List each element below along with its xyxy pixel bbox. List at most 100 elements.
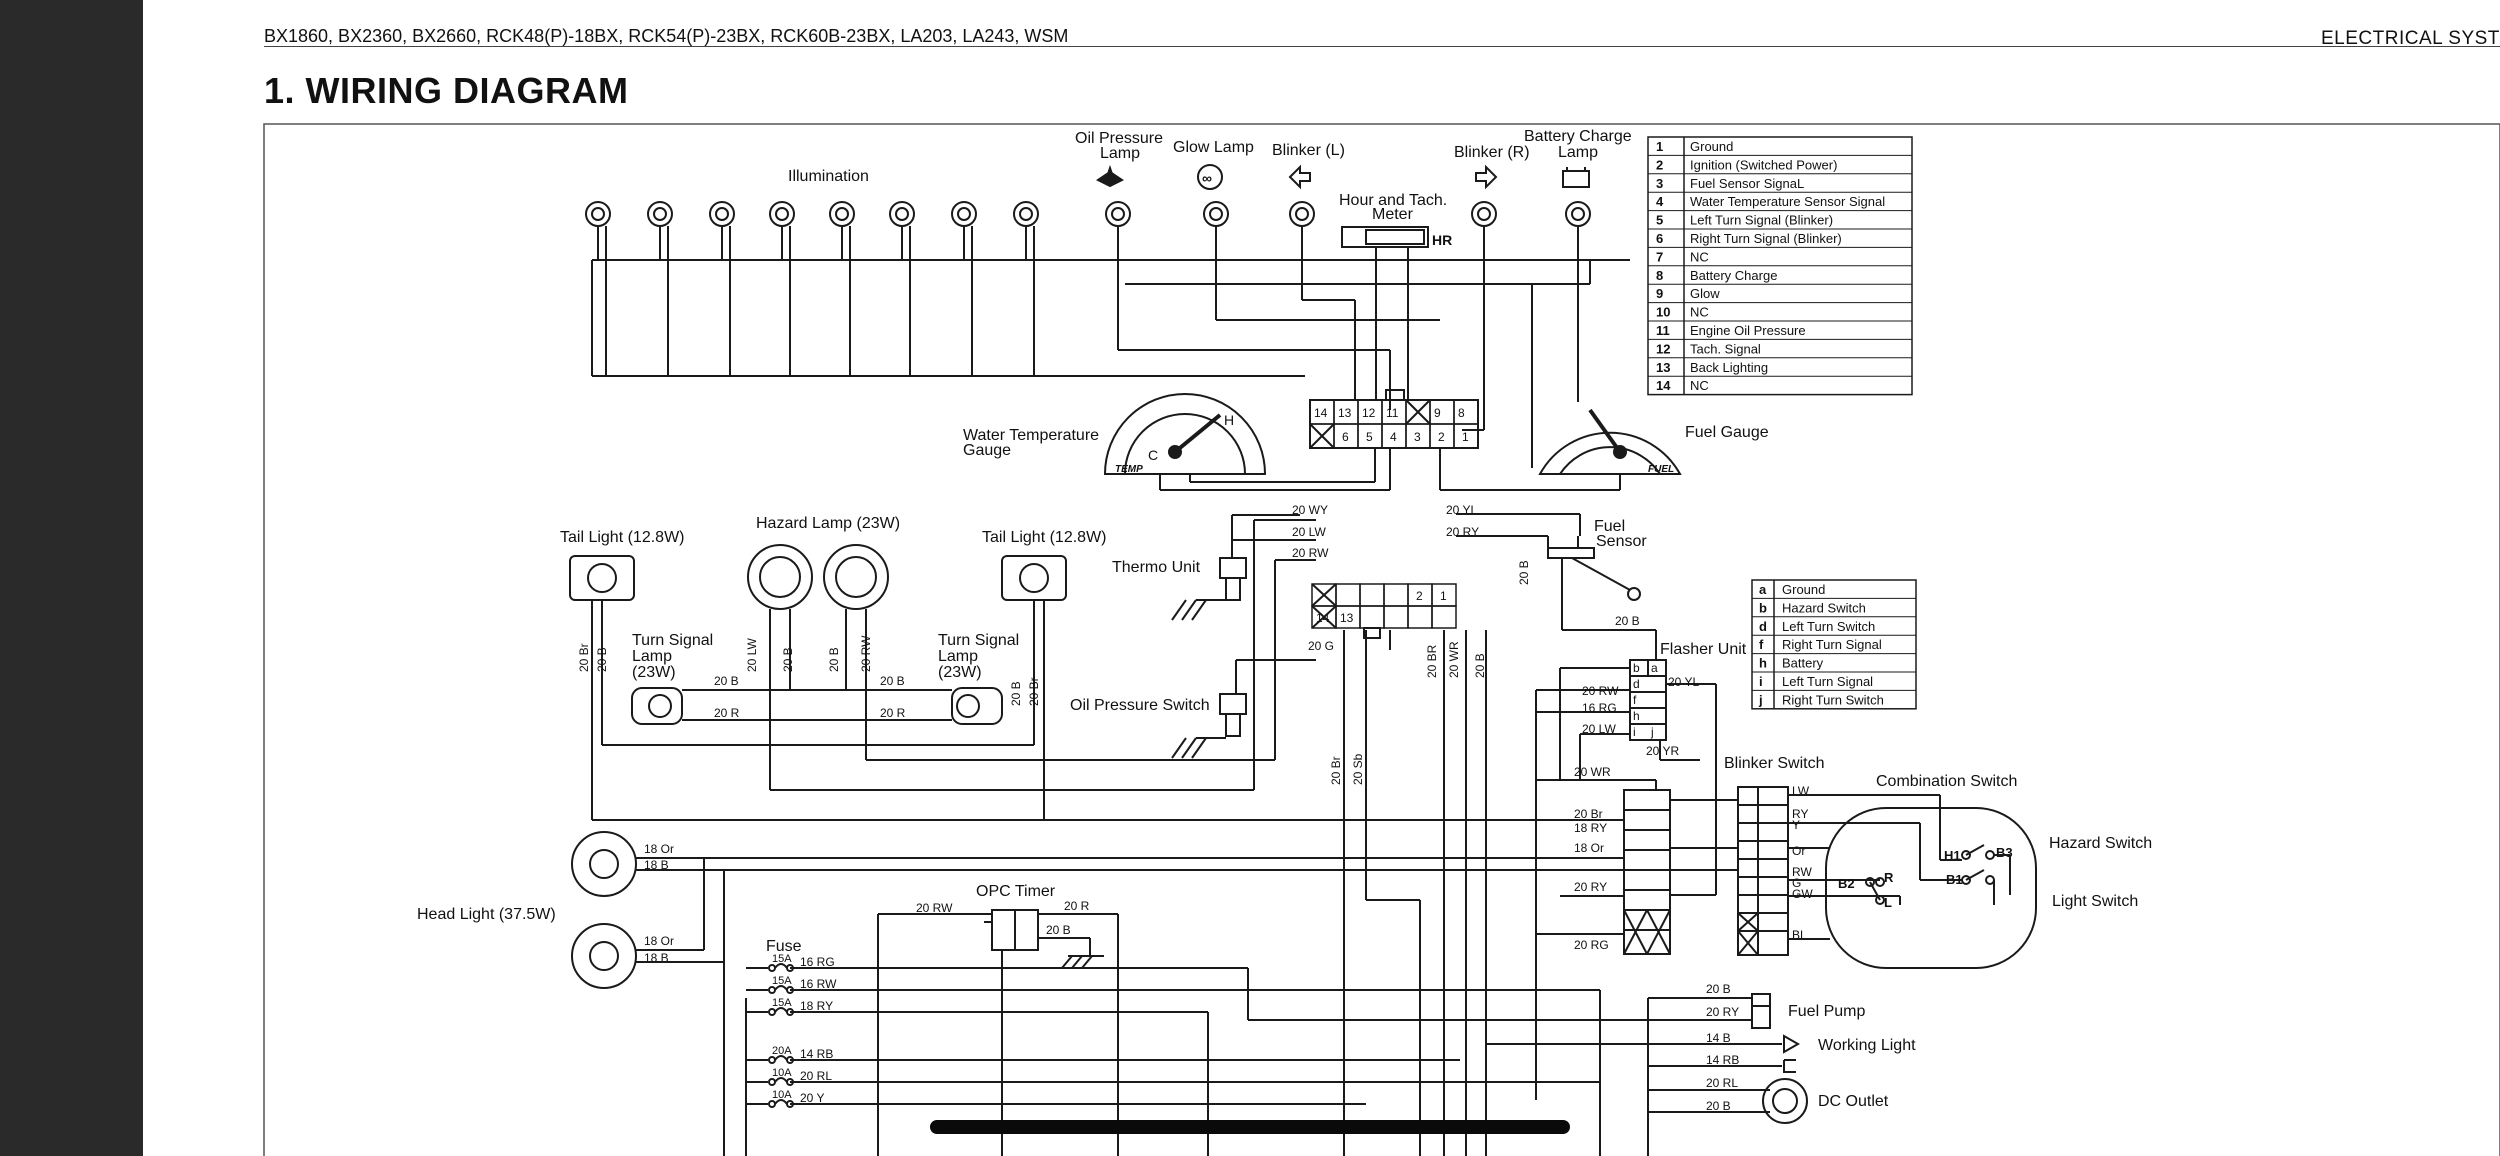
meter-pin-label: Left Turn Signal (Blinker) (1690, 213, 1833, 228)
svg-text:20 B: 20 B (714, 674, 739, 688)
thermo-unit (1171, 557, 1247, 621)
svg-text:20 Br: 20 Br (577, 643, 591, 672)
fuse-label: Fuse (766, 938, 802, 955)
tail-light-right (1001, 555, 1067, 601)
meter-connector-pin: 12 (1362, 406, 1376, 420)
hazard-lamp-right (823, 544, 889, 610)
temp-mark: TEMP (1115, 464, 1143, 475)
meter-pin-label: Ground (1690, 139, 1733, 154)
svg-text:20 RW: 20 RW (1292, 546, 1329, 560)
svg-text:20 Sb: 20 Sb (1351, 753, 1365, 785)
combination-switch-label: Combination Switch (1876, 773, 2017, 790)
flasher-pin-letter: a (1759, 582, 1767, 597)
blinker-switch-label: Blinker Switch (1724, 755, 1824, 772)
svg-text:GW: GW (1792, 887, 1813, 901)
svg-text:B3: B3 (1996, 845, 2013, 860)
flasher-unit: b a d f h i j (1629, 659, 1667, 741)
fuel-sensor-label: Fuel (1594, 518, 1625, 535)
svg-text:20 B: 20 B (1706, 1099, 1731, 1113)
fuse-wire-label: 16 RG (800, 955, 835, 969)
meter-pin-number: 7 (1656, 249, 1663, 264)
flasher-pin-label: Right Turn Switch (1782, 692, 1884, 707)
svg-text:B2: B2 (1838, 876, 1855, 891)
meter-connector-pin: 11 (1386, 406, 1399, 420)
flasher-pin-letter: b (1759, 600, 1767, 615)
svg-text:Y: Y (1792, 818, 1800, 832)
svg-text:∞: ∞ (1202, 170, 1212, 186)
svg-text:20 R: 20 R (714, 706, 740, 720)
blinker-l-label: Blinker (L) (1272, 142, 1345, 159)
hazard-switch-label: Hazard Switch (2049, 835, 2152, 852)
svg-text:20 B: 20 B (1046, 923, 1071, 937)
head-light-upper (571, 831, 637, 897)
document-page: BX1860, BX2360, BX2660, RCK48(P)-18BX, R… (143, 0, 2500, 1156)
battery-icon (1562, 167, 1590, 188)
hr-label: HR (1432, 232, 1452, 248)
dc-outlet (1762, 1078, 1808, 1124)
fuse-wire-label: 20 Y (800, 1091, 824, 1105)
fuse-rating: 15A (772, 997, 792, 1009)
svg-text:20 RW: 20 RW (1582, 684, 1619, 698)
combination-switch (1825, 807, 2037, 969)
meter-connector-pin: 1 (1462, 430, 1469, 444)
fuel-pump-label: Fuel Pump (1788, 1003, 1865, 1020)
tail-light-left (569, 555, 635, 601)
svg-text:20 B: 20 B (1473, 653, 1487, 678)
left-sidebar (0, 0, 143, 1156)
svg-text:20 R: 20 R (880, 706, 906, 720)
left-arrow-icon (1288, 164, 1311, 190)
svg-text:16 RG: 16 RG (1582, 701, 1617, 715)
fuse-wire-label: 18 RY (800, 999, 833, 1013)
svg-text:20 BR: 20 BR (1425, 644, 1439, 678)
svg-text:20 G: 20 G (1308, 639, 1334, 653)
illumination-bulb (709, 201, 735, 376)
working-light-label: Working Light (1818, 1037, 1916, 1054)
svg-text:20 YL: 20 YL (1668, 675, 1699, 689)
meter-pin-label: Glow (1690, 286, 1720, 301)
water-temp-gauge-label-2: Gauge (963, 442, 1011, 459)
svg-text:20 B: 20 B (1706, 982, 1731, 996)
svg-text:R: R (1884, 870, 1894, 885)
meter-pin-label: Engine Oil Pressure (1690, 323, 1806, 338)
turn-signal-lamp-left (631, 687, 683, 725)
meter-pin-number: 9 (1656, 286, 1663, 301)
sensor-connector-pin: 13 (1340, 611, 1354, 625)
meter-connector-pin: 4 (1390, 430, 1397, 444)
turn-signal-lamp-left-label-2: Lamp (632, 648, 672, 665)
fuel-mark: FUEL (1648, 464, 1674, 475)
svg-text:a: a (1651, 661, 1658, 675)
svg-text:20 RW: 20 RW (916, 901, 953, 915)
fuse-wire-label: 20 RL (800, 1069, 832, 1083)
turn-signal-lamp-right-label-2: Lamp (938, 648, 978, 665)
fuse-rating: 20A (772, 1045, 792, 1057)
svg-text:20 LW: 20 LW (1582, 722, 1616, 736)
page-title: 1. WIRING DIAGRAM (264, 70, 629, 111)
svg-text:20 B: 20 B (827, 647, 841, 672)
flasher-pin-label: Left Turn Signal (1782, 674, 1873, 689)
svg-text:Or: Or (1792, 844, 1805, 858)
svg-text:20 WY: 20 WY (1292, 503, 1328, 517)
meter-pin-number: 1 (1656, 139, 1663, 154)
svg-text:14 RB: 14 RB (1706, 1053, 1739, 1067)
blinker-relay (1623, 789, 1671, 955)
meter-pin-number: 11 (1656, 323, 1670, 338)
dc-outlet-label: DC Outlet (1818, 1093, 1889, 1110)
working-light (1783, 1034, 1801, 1073)
meter-connector-pin: 6 (1342, 430, 1349, 444)
svg-text:20 RW: 20 RW (859, 635, 873, 672)
thermo-unit-label: Thermo Unit (1112, 559, 1201, 576)
svg-text:20 R: 20 R (1064, 899, 1090, 913)
illumination-bulb (1013, 201, 1039, 376)
svg-text:C: C (1148, 447, 1158, 463)
svg-text:20 Br: 20 Br (1574, 807, 1603, 821)
svg-text:20 B: 20 B (1615, 614, 1640, 628)
home-indicator (930, 1120, 1570, 1134)
diagram-frame (263, 123, 2500, 1156)
meter-connector-pin: 2 (1438, 430, 1445, 444)
fuse-rating: 10A (772, 1089, 792, 1101)
meter-pin-number: 3 (1656, 176, 1663, 191)
svg-text:18 B: 18 B (644, 858, 669, 872)
illumination-bulb (585, 201, 611, 376)
